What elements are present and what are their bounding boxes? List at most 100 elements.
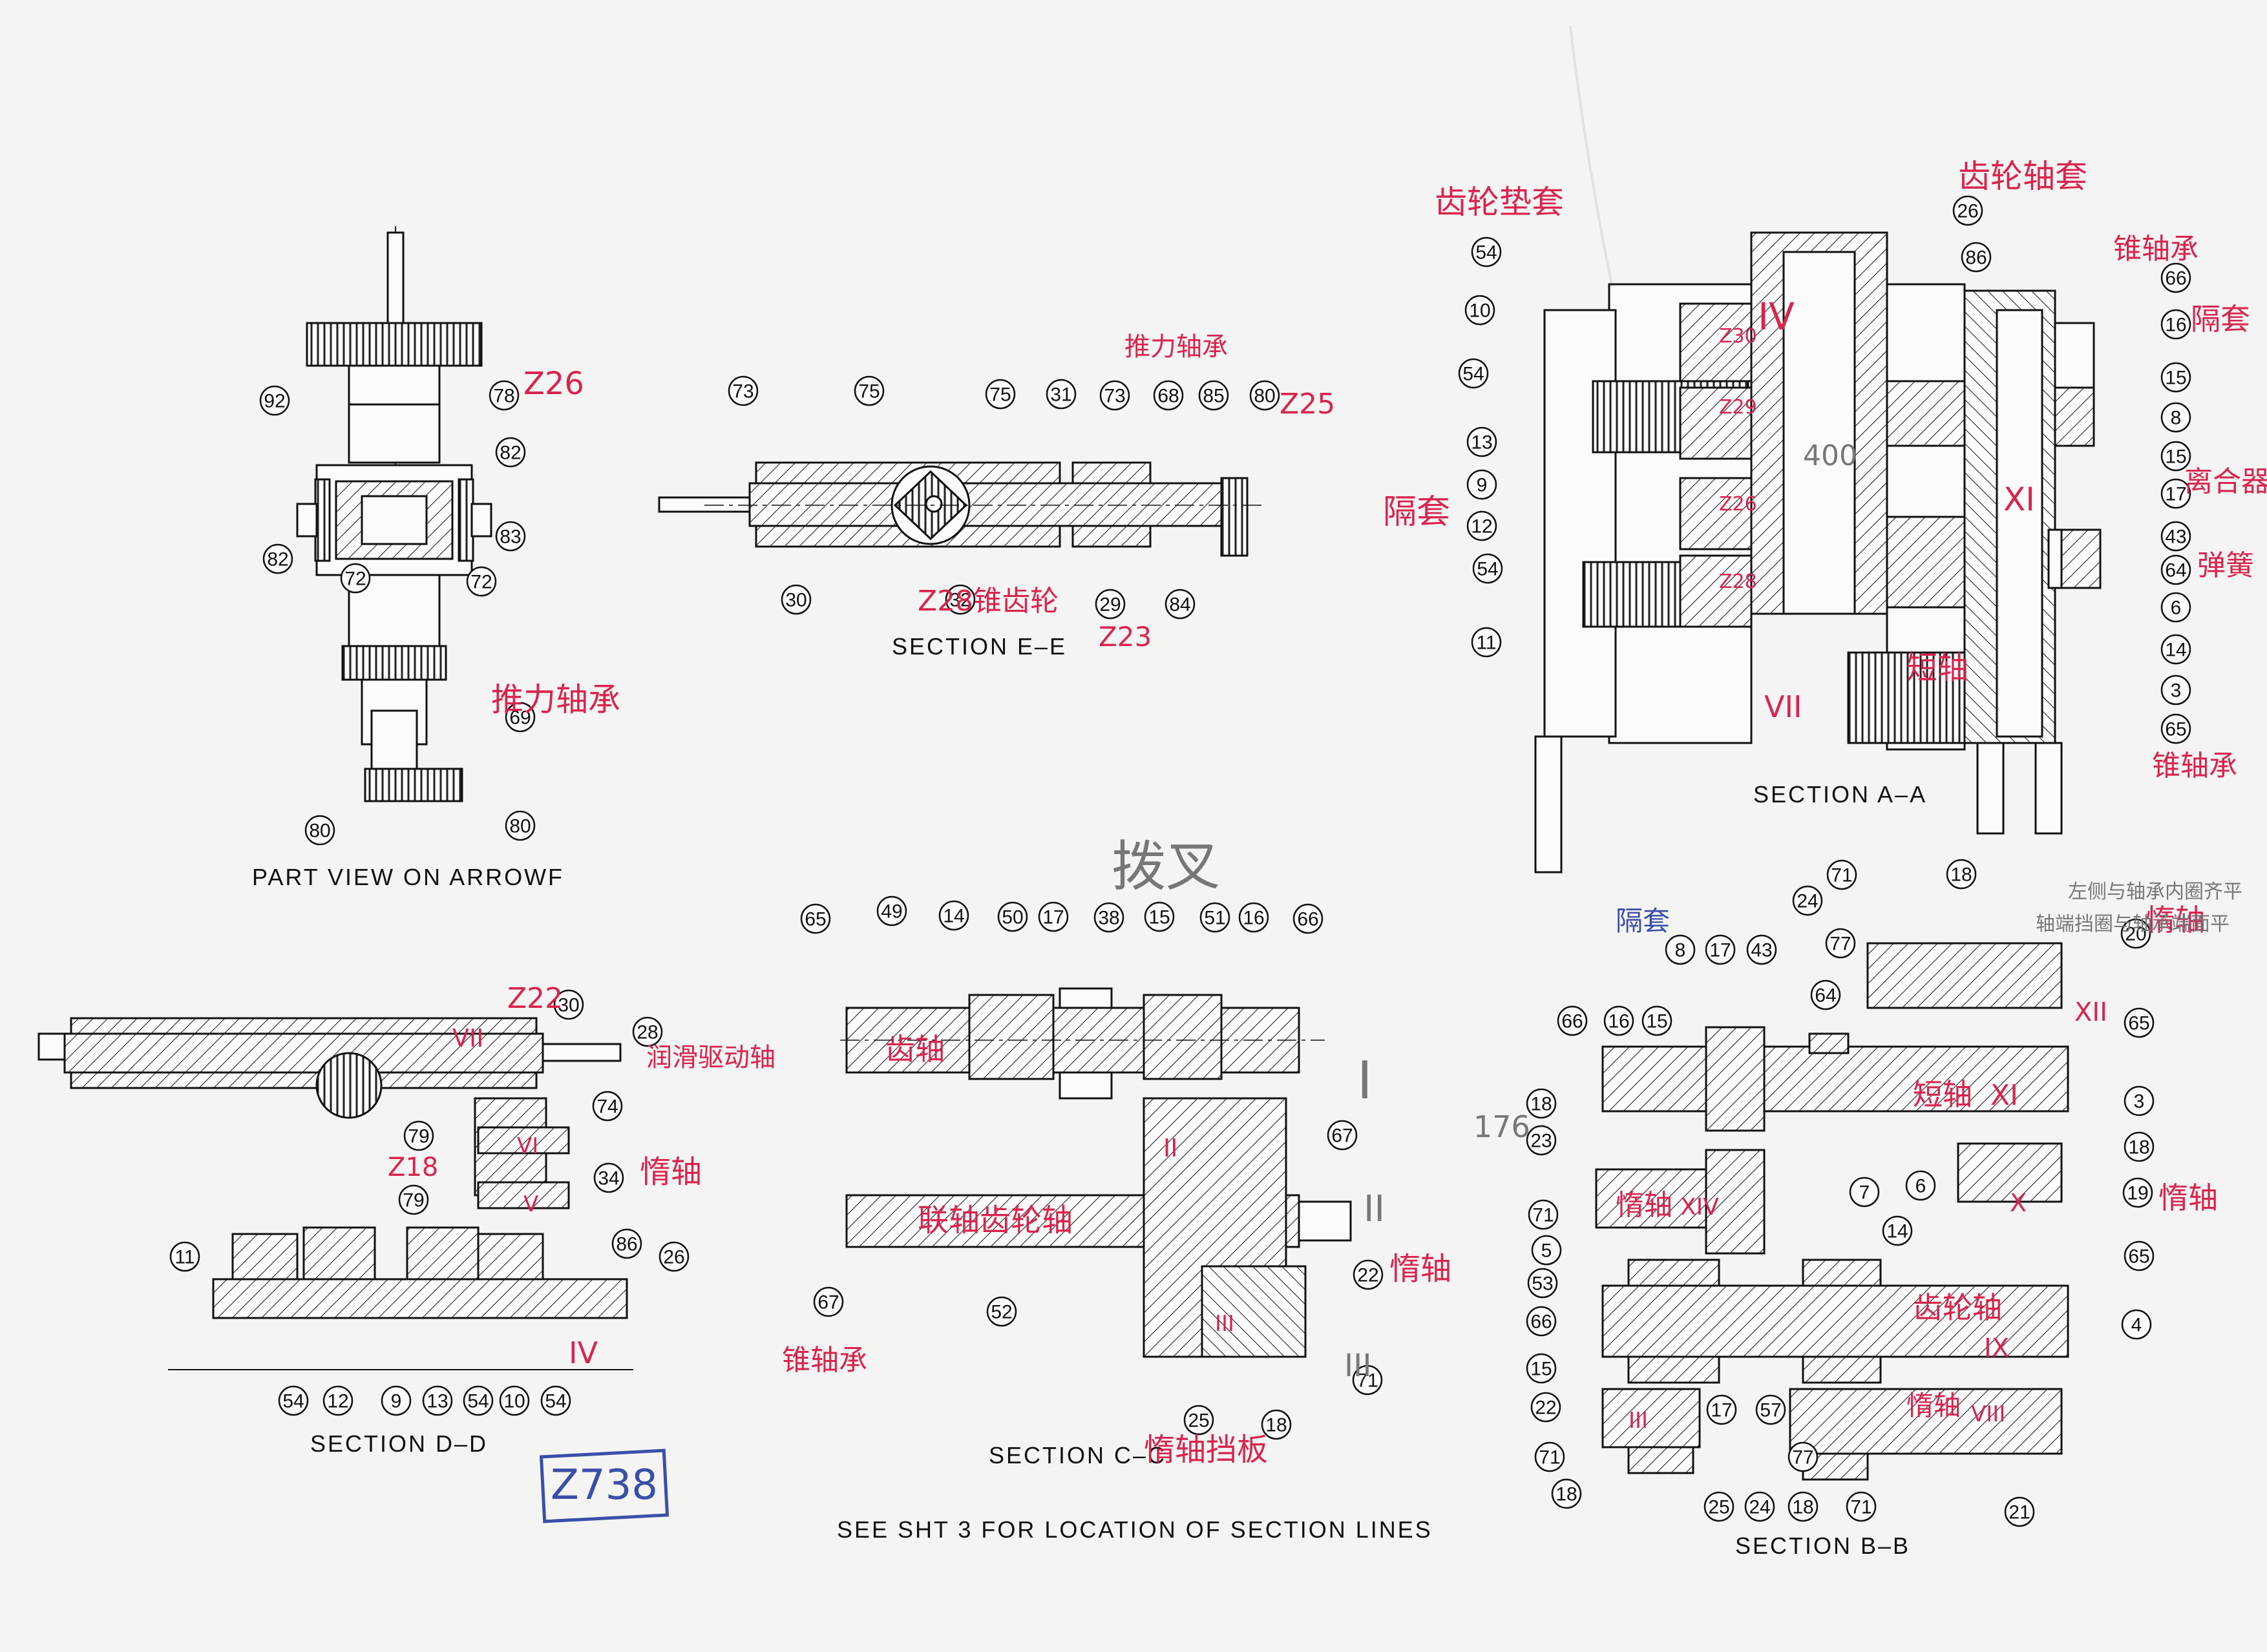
- balloon-label-ee-1: 75: [858, 381, 880, 403]
- balloon-ee-1: [854, 375, 885, 406]
- balloon-label-dd-7: 26: [663, 1247, 684, 1268]
- balloon-label-cc-10: 67: [1331, 1125, 1353, 1147]
- balloon-aa-17: [2160, 554, 2191, 585]
- balloon-bb-21: [1882, 1215, 1913, 1246]
- balloon-bb-8: [1665, 934, 1696, 965]
- svg-text:Z18: Z18: [388, 1153, 438, 1182]
- balloon-bb-17: [2122, 1177, 2153, 1208]
- balloon-label-arrowf-9: 80: [509, 816, 531, 837]
- svg-text:齿轮轴套: 齿轮轴套: [1958, 158, 2087, 195]
- balloon-label-bb-31: 71: [1539, 1447, 1560, 1469]
- balloon-bb-19: [1905, 1170, 1936, 1201]
- balloon-label-ee-11: 84: [1169, 594, 1190, 616]
- svg-text:Z738: Z738: [551, 1461, 658, 1509]
- svg-text:短轴: 短轴: [1906, 650, 1968, 686]
- balloon-label-dd-13: 54: [467, 1391, 489, 1412]
- balloon-label-dd-11: 9: [391, 1391, 402, 1412]
- caption-arrowf: PART VIEW ON ARROWF: [252, 864, 564, 890]
- balloon-bb-38: [2004, 1496, 2035, 1527]
- svg-text:左侧与轴承内圈齐平: 左侧与轴承内圈齐平: [2068, 881, 2242, 903]
- balloon-bb-3: [1825, 928, 1856, 959]
- balloon-ee-5: [1153, 380, 1184, 411]
- svg-text:轴端挡圈与轴承端面平: 轴端挡圈与轴承端面平: [2036, 913, 2230, 936]
- balloon-cc-16: [1261, 1409, 1292, 1440]
- balloon-bb-32: [1787, 1441, 1819, 1472]
- balloon-label-bb-18: 71: [1532, 1205, 1554, 1226]
- section-cc: [840, 987, 1352, 1358]
- balloon-dd-3: [403, 1120, 434, 1151]
- balloon-label-aa-2: 54: [1475, 242, 1497, 264]
- balloon-label-aa-19: 14: [2165, 640, 2186, 661]
- balloon-dd-9: [278, 1385, 309, 1416]
- balloon-aa-4: [1458, 358, 1489, 389]
- balloon-label-aa-15: 17: [2165, 484, 2186, 505]
- balloon-aa-1: [1961, 242, 1992, 273]
- balloon-label-aa-14: 15: [2165, 446, 2186, 468]
- balloon-dd-10: [322, 1385, 353, 1416]
- svg-text:Z23: Z23: [1099, 621, 1152, 653]
- balloon-bb-18: [1528, 1199, 1559, 1230]
- balloon-ee-4: [1099, 380, 1130, 411]
- caption-bb: SECTION B–B: [1735, 1532, 1910, 1559]
- svg-text:Z29: Z29: [1719, 396, 1757, 419]
- balloon-label-bb-38: 21: [2009, 1502, 2030, 1523]
- balloon-aa-14: [2160, 441, 2191, 472]
- balloon-label-aa-3: 10: [1469, 300, 1490, 322]
- balloon-label-cc-2: 14: [943, 906, 964, 927]
- svg-text:惰轴挡板: 惰轴挡板: [1144, 1432, 1268, 1468]
- balloon-label-cc-3: 50: [1002, 907, 1023, 928]
- balloon-aa-9: [1471, 627, 1502, 658]
- balloon-label-cc-13: 22: [1357, 1265, 1378, 1286]
- balloon-label-bb-32: 77: [1792, 1447, 1813, 1469]
- balloon-ee-3: [1046, 379, 1077, 410]
- balloon-label-cc-5: 38: [1098, 908, 1119, 929]
- balloon-ee-2: [985, 379, 1016, 410]
- section-dd: [37, 1017, 633, 1370]
- balloon-label-aa-17: 64: [2165, 560, 2186, 581]
- balloon-label-bb-3: 77: [1829, 934, 1851, 955]
- svg-text:XI: XI: [1990, 1079, 2018, 1112]
- balloon-dd-1: [632, 1016, 663, 1047]
- svg-text:176: 176: [1473, 1109, 1530, 1144]
- balloon-dd-14: [499, 1385, 530, 1416]
- balloon-label-aa-8: 54: [1477, 559, 1498, 580]
- balloon-arrowf-0: [259, 385, 290, 416]
- balloon-label-aa-5: 13: [1471, 432, 1492, 454]
- balloon-label-bb-4: 20: [2125, 924, 2146, 945]
- section-bb: [1595, 942, 2069, 1481]
- balloon-aa-12: [2160, 362, 2191, 393]
- balloon-label-bb-33: 18: [1555, 1484, 1577, 1505]
- balloon-label-bb-1: 18: [1950, 864, 1972, 886]
- balloon-label-aa-20: 3: [2171, 680, 2182, 702]
- balloon-label-dd-6: 86: [616, 1234, 637, 1255]
- svg-text:拨叉: 拨叉: [1112, 835, 1220, 898]
- caption-cc: SECTION C–C: [989, 1442, 1166, 1469]
- balloon-label-aa-16: 43: [2165, 527, 2186, 548]
- svg-text:IV: IV: [1758, 295, 1795, 339]
- balloon-label-bb-13: 18: [1530, 1094, 1552, 1115]
- balloon-arrowf-3: [262, 543, 293, 574]
- balloon-cc-14: [1352, 1364, 1383, 1396]
- balloon-dd-2: [592, 1091, 623, 1122]
- balloon-label-bb-14: 3: [2134, 1091, 2145, 1113]
- svg-text:Z28: Z28: [1719, 570, 1757, 593]
- balloon-aa-16: [2160, 521, 2191, 552]
- svg-text:Z26: Z26: [1719, 493, 1757, 516]
- balloon-bb-23: [2124, 1240, 2155, 1271]
- balloon-aa-21: [2160, 713, 2191, 744]
- balloon-label-cc-12: 52: [991, 1302, 1012, 1323]
- balloon-arrowf-2: [495, 437, 526, 468]
- balloon-label-aa-18: 6: [2171, 598, 2182, 619]
- balloon-label-dd-3: 79: [408, 1126, 429, 1147]
- balloon-aa-6: [1466, 469, 1497, 500]
- balloon-label-aa-1: 86: [1965, 247, 1987, 269]
- svg-text:Z30: Z30: [1719, 325, 1757, 348]
- balloon-cc-0: [800, 903, 831, 934]
- svg-text:锥轴承: 锥轴承: [2152, 749, 2237, 782]
- balloon-aa-5: [1466, 426, 1497, 457]
- balloon-label-ee-5: 68: [1157, 386, 1179, 407]
- balloon-label-cc-1: 49: [881, 901, 902, 923]
- balloon-arrowf-5: [466, 566, 497, 597]
